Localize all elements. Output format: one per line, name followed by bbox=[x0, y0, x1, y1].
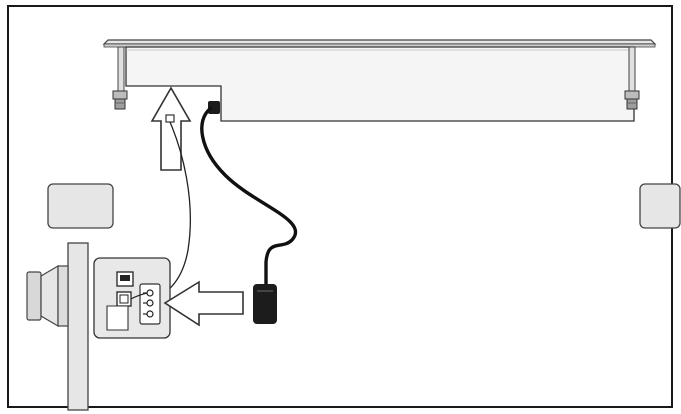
right-wall-block bbox=[639, 183, 681, 229]
trim-plate bbox=[102, 39, 657, 45]
arrow-up-outline-icon bbox=[150, 86, 192, 171]
power-plug-icon bbox=[253, 284, 277, 324]
ceiling-unit bbox=[102, 39, 657, 122]
arrow-right-outline-icon bbox=[163, 280, 244, 327]
connector-icon bbox=[208, 101, 220, 114]
mounting-plate bbox=[67, 242, 89, 411]
left-mounting-bracket bbox=[112, 46, 128, 110]
terminal-block-icon bbox=[139, 283, 161, 325]
left-wall-block bbox=[47, 183, 114, 229]
unit-housing bbox=[125, 46, 635, 122]
junction-device bbox=[26, 242, 171, 411]
small-connector-icon bbox=[165, 114, 175, 123]
power-cable bbox=[200, 106, 298, 289]
right-mounting-bracket bbox=[624, 46, 640, 110]
